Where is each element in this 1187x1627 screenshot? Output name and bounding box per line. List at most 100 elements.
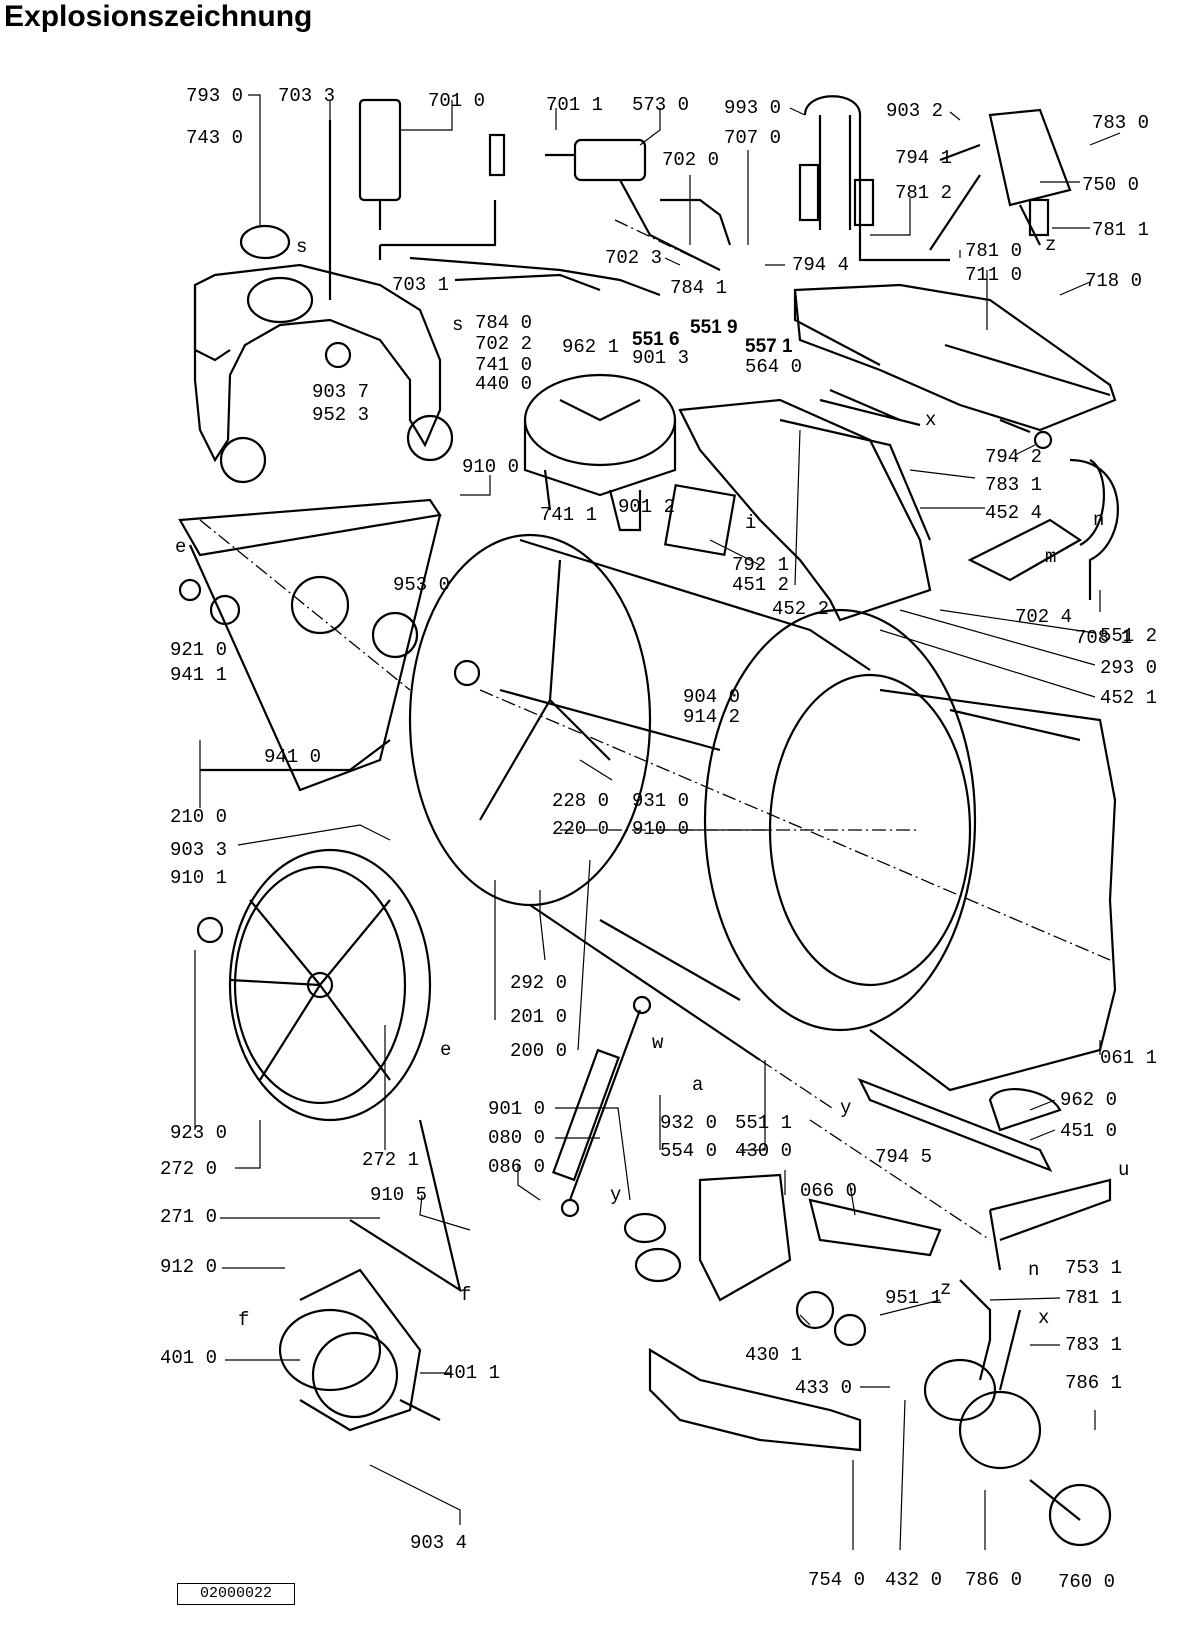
marker-z-top: z [1045, 234, 1056, 256]
label-952-3: 952 3 [312, 404, 369, 426]
label-080-0: 080 0 [488, 1127, 545, 1149]
label-718-0: 718 0 [1085, 270, 1142, 292]
marker-s-hose: s [452, 314, 463, 336]
pulley [196, 848, 462, 1293]
label-941-0: 941 0 [264, 746, 321, 768]
label-564-0: 564 0 [745, 356, 802, 378]
label-452-2: 452 2 [772, 598, 829, 620]
label-760-0: 760 0 [1058, 1571, 1115, 1593]
label-703-3: 703 3 [278, 85, 335, 107]
label-912-0: 912 0 [160, 1256, 217, 1278]
label-901-0: 901 0 [488, 1098, 545, 1120]
label-923-0: 923 0 [170, 1122, 227, 1144]
label-794-4: 794 4 [792, 254, 849, 276]
label-272-0: 272 0 [160, 1158, 217, 1180]
marker-f-motor: f [238, 1309, 249, 1331]
label-086-0: 086 0 [488, 1156, 545, 1178]
label-554-0: 554 0 [660, 1140, 717, 1162]
label-903-2: 903 2 [886, 100, 943, 122]
label-272-1: 272 1 [362, 1149, 419, 1171]
label-551-1: 551 1 [735, 1112, 792, 1134]
valve-assembly [358, 95, 1072, 297]
label-551-6: 551 6 [632, 329, 680, 350]
shock-absorber [552, 995, 652, 1218]
label-953-0: 953 0 [393, 574, 450, 596]
drawing-parts [178, 95, 1119, 1547]
label-783-1-mid: 783 1 [985, 474, 1042, 496]
label-432-0: 432 0 [885, 1569, 942, 1591]
label-066-0: 066 0 [800, 1180, 857, 1202]
label-783-0: 783 0 [1092, 112, 1149, 134]
dispenser-housing [193, 120, 454, 484]
label-794-5: 794 5 [875, 1146, 932, 1168]
label-702-4: 702 4 [1015, 606, 1072, 628]
label-783-1-bottom: 783 1 [1065, 1334, 1122, 1356]
label-962-1: 962 1 [562, 336, 619, 358]
label-557-1: 557 1 [745, 336, 793, 357]
duct-housing [663, 398, 932, 622]
label-703-1: 703 1 [392, 274, 449, 296]
label-401-1: 401 1 [443, 1362, 500, 1384]
label-951-1: 951 1 [885, 1287, 942, 1309]
label-786-1: 786 1 [1065, 1372, 1122, 1394]
label-707-0: 707 0 [724, 127, 781, 149]
label-792-1: 792 1 [732, 554, 789, 576]
label-753-1: 753 1 [1065, 1257, 1122, 1279]
label-711-0: 711 0 [965, 264, 1022, 286]
label-451-2: 451 2 [732, 574, 789, 596]
label-932-0: 932 0 [660, 1112, 717, 1134]
label-200-0: 200 0 [510, 1040, 567, 1062]
label-430-1: 430 1 [745, 1344, 802, 1366]
part-labels: 793 0 703 3 701 0 701 1 573 0 993 0 903 … [160, 85, 1157, 1593]
marker-n-right: n [1093, 509, 1104, 531]
label-741-0: 741 0 [475, 354, 532, 376]
marker-f-belt: f [460, 1284, 471, 1306]
label-701-1: 701 1 [546, 94, 603, 116]
label-228-0: 228 0 [552, 790, 609, 812]
marker-letters: s s z x e n m i w a y y e u z x f f n [175, 234, 1129, 1331]
label-702-2: 702 2 [475, 333, 532, 355]
label-452-4: 452 4 [985, 502, 1042, 524]
label-962-0: 962 0 [1060, 1089, 1117, 1111]
label-573-0: 573 0 [632, 94, 689, 116]
label-440-0: 440 0 [475, 373, 532, 395]
label-743-0: 743 0 [186, 127, 243, 149]
label-903-4: 903 4 [410, 1532, 467, 1554]
label-910-0-top: 910 0 [462, 456, 519, 478]
label-786-0: 786 0 [965, 1569, 1022, 1591]
label-430-0: 430 0 [735, 1140, 792, 1162]
label-993-0: 993 0 [724, 97, 781, 119]
hoses-right [967, 430, 1119, 600]
label-401-0: 401 0 [160, 1347, 217, 1369]
label-750-0: 750 0 [1082, 174, 1139, 196]
label-702-0: 702 0 [662, 149, 719, 171]
dispenser-tray [793, 283, 1117, 434]
label-781-0: 781 0 [965, 240, 1022, 262]
marker-x-top: x [925, 409, 936, 431]
label-910-5: 910 5 [370, 1184, 427, 1206]
label-702-3: 702 3 [605, 247, 662, 269]
label-754-0: 754 0 [808, 1569, 865, 1591]
label-910-1: 910 1 [170, 867, 227, 889]
marker-m-right: m [1045, 546, 1056, 568]
label-708-1: 708 1 [1075, 627, 1132, 649]
marker-u: u [1118, 1159, 1129, 1181]
label-210-0: 210 0 [170, 806, 227, 828]
label-901-2: 901 2 [618, 496, 675, 518]
label-061-1: 061 1 [1100, 1047, 1157, 1069]
marker-w: w [652, 1032, 664, 1054]
heater-element [808, 1077, 1112, 1271]
label-901-3: 901 3 [632, 347, 689, 369]
label-293-0: 293 0 [1100, 657, 1157, 679]
label-903-7: 903 7 [312, 381, 369, 403]
marker-z-bottom: z [940, 1278, 951, 1300]
marker-y-pump: y [610, 1184, 621, 1206]
marker-y-tub: y [840, 1097, 851, 1119]
page-title: Explosionszeichnung [4, 0, 313, 33]
marker-n-bottom: n [1028, 1259, 1039, 1281]
label-551-2: 551 2 [1100, 625, 1157, 647]
blower-unit [523, 373, 677, 532]
label-781-1-bottom: 781 1 [1065, 1287, 1122, 1309]
label-904-0: 904 0 [683, 686, 740, 708]
marker-a: a [692, 1074, 703, 1096]
